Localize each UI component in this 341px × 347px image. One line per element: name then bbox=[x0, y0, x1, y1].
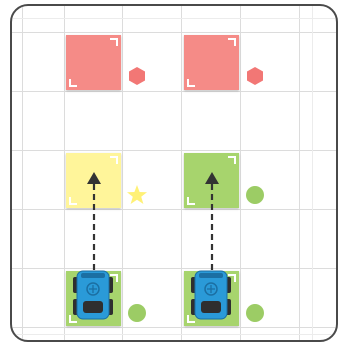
tile-corner-mark bbox=[69, 79, 71, 87]
path-arrow-right bbox=[200, 170, 224, 280]
green-circle-marker-left bbox=[127, 303, 147, 323]
green-circle-marker-upper bbox=[245, 185, 265, 205]
red-hexagon-marker-right bbox=[245, 66, 265, 86]
red-goal-tile-left[interactable] bbox=[66, 35, 121, 90]
tile-corner-mark bbox=[187, 197, 189, 205]
red-goal-tile-right[interactable] bbox=[184, 35, 239, 90]
robot-car-icon bbox=[191, 271, 231, 319]
green-circle-marker-right bbox=[245, 303, 265, 323]
robot-car-icon bbox=[73, 271, 113, 319]
tile-corner-mark bbox=[234, 38, 236, 46]
tile-corner-mark bbox=[234, 274, 236, 282]
tile-corner-mark bbox=[116, 274, 118, 282]
tile-corner-mark bbox=[116, 38, 118, 46]
arrow-head-icon bbox=[205, 172, 219, 184]
red-hexagon-marker-left bbox=[127, 66, 147, 86]
grid-lines bbox=[12, 6, 338, 342]
robot-left[interactable] bbox=[71, 269, 115, 321]
yellow-star-marker bbox=[126, 184, 148, 206]
tile-corner-mark bbox=[69, 197, 71, 205]
tile-corner-mark bbox=[116, 156, 118, 164]
tile-corner-mark bbox=[234, 156, 236, 164]
robot-right[interactable] bbox=[189, 269, 233, 321]
game-board bbox=[10, 4, 338, 342]
arrow-head-icon bbox=[87, 172, 101, 184]
path-arrow-left bbox=[82, 170, 106, 280]
tile-corner-mark bbox=[187, 79, 189, 87]
